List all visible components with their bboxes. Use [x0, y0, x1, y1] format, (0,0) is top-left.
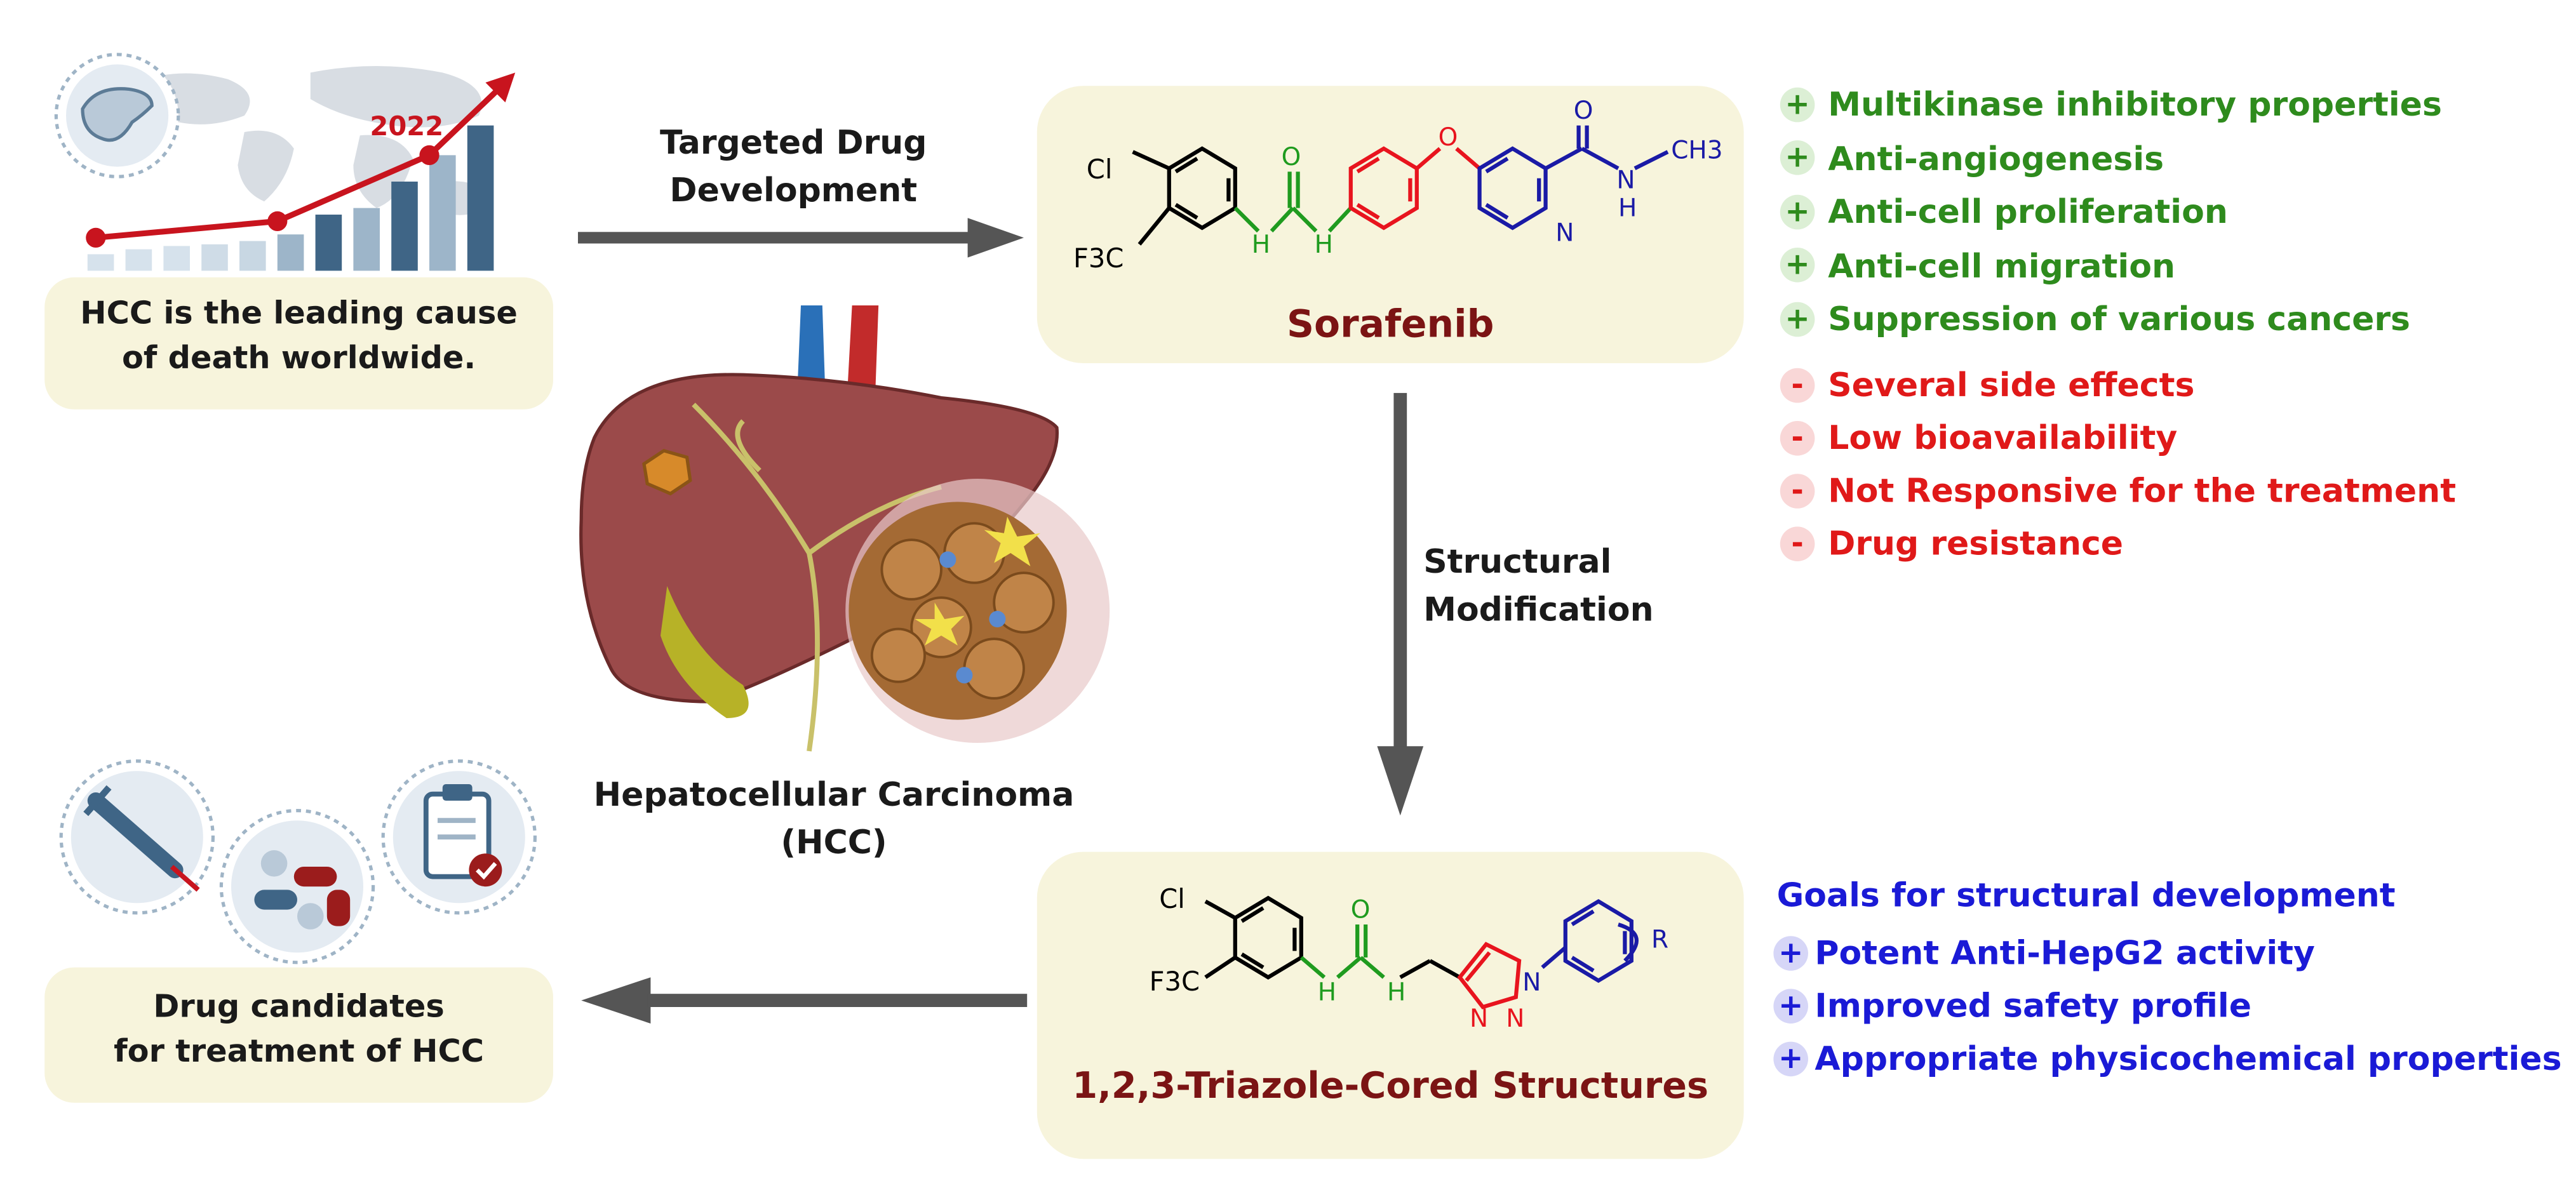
hcc-label-line1: Hepatocellular Carcinoma [593, 774, 1075, 814]
cl-atom: Cl [1087, 154, 1113, 185]
hcc-fact-line2: of death worldwide. [121, 340, 476, 377]
r-substituent: R [1651, 925, 1668, 954]
drug-candidates-line1: Drug candidates [153, 989, 445, 1025]
urea-nh-left: H [1318, 978, 1336, 1007]
goal-item: +Potent Anti-HepG2 activity [1773, 926, 2561, 979]
triazole-n1: N [1522, 968, 1541, 997]
urea-nh-right: H [1387, 978, 1405, 1007]
arrow-down [1377, 392, 1424, 816]
drug-icons [59, 759, 537, 964]
syringe-icon [59, 759, 215, 915]
advantage-item: +Anti-cell migration [1780, 239, 2442, 293]
goal-item: +Improved safety profile [1773, 979, 2561, 1032]
chlorophenyl-ring [1204, 895, 1303, 980]
drug-candidates-line2: for treatment of HCC [114, 1033, 485, 1070]
plus-icon: + [1780, 87, 1815, 122]
urea-oxygen: O [1282, 143, 1301, 171]
sorafenib-name: Sorafenib [1286, 304, 1494, 347]
minus-icon: - [1780, 367, 1815, 403]
tumor-zoom-icon [845, 479, 1110, 743]
triazole-n2: N [1506, 1004, 1524, 1033]
ether-oxygen: O [1439, 123, 1458, 152]
amide-oxygen: O [1574, 97, 1593, 125]
pills-icon [219, 808, 375, 964]
amide-nitrogen: N [1616, 166, 1635, 194]
hcc-fact-line1: HCC is the leading cause [80, 295, 518, 332]
plus-icon: + [1780, 302, 1815, 337]
triazole-n3: N [1470, 1004, 1488, 1033]
hcc-label-line2: (HCC) [781, 822, 887, 862]
triazole-name: 1,2,3-Triazole-Cored Structures [1072, 1066, 1709, 1108]
central-phenyl-ring [1348, 146, 1481, 230]
minus-icon: - [1780, 526, 1815, 561]
disadvantages-list: -Several side effects -Low bioavailabili… [1780, 358, 2456, 570]
hcc-fact-box: HCC is the leading cause of death worldw… [44, 277, 553, 410]
advantages-list: +Multikinase inhibitory properties +Anti… [1780, 77, 2442, 345]
advantage-item: +Anti-cell proliferation [1780, 185, 2442, 239]
disadvantage-item: -Drug resistance [1780, 517, 2456, 570]
advantage-item: +Suppression of various cancers [1780, 292, 2442, 345]
gallbladder-icon [661, 585, 749, 718]
sorafenib-structure: Cl F3C H H O O N O N H CH3 [1073, 97, 1723, 274]
disadvantage-item: -Low bioavailability [1780, 411, 2456, 464]
hcc-trend-illustration: 2022 [54, 53, 516, 271]
plus-icon: + [1780, 194, 1815, 229]
cf3-group: F3C [1073, 243, 1124, 274]
pyridine-nitrogen: N [1555, 219, 1574, 248]
advantage-item: +Anti-angiogenesis [1780, 131, 2442, 185]
liver-illustration [579, 305, 1110, 752]
disadvantage-item: -Several side effects [1780, 358, 2456, 411]
clipboard-icon [381, 759, 537, 915]
triazole-ring [1457, 942, 1522, 1010]
methyl-group: CH3 [1671, 137, 1722, 165]
goal-item: +Appropriate physicochemical properties [1773, 1032, 2562, 1084]
goals-title: Goals for structural development [1776, 875, 2396, 915]
bar-chart-icon [87, 125, 494, 271]
urea-nh-left: H [1252, 230, 1270, 259]
targeted-drug-label-line1: Targeted Drug [660, 122, 927, 162]
arrow-right [577, 218, 1024, 258]
tumor-icon [642, 448, 692, 496]
urea-oxygen: O [1351, 896, 1371, 924]
goals-list: +Potent Anti-HepG2 activity +Improved sa… [1773, 926, 2562, 1085]
triazole-box [1036, 851, 1744, 1159]
chlorophenyl-ring [1132, 146, 1237, 246]
minus-icon: - [1780, 472, 1815, 508]
triazole-structure: Cl F3C H H O N N N R [1150, 883, 1669, 1033]
targeted-drug-label-line2: Development [669, 170, 918, 210]
liver-globe-icon [54, 53, 180, 178]
structural-modification-line2: Modification [1423, 589, 1654, 629]
aryl-ring [1541, 898, 1639, 984]
cl-atom: Cl [1159, 883, 1185, 914]
cf3-group: F3C [1150, 966, 1200, 997]
minus-icon: - [1780, 420, 1815, 455]
plus-icon: + [1780, 140, 1815, 176]
trend-arrow-icon [86, 72, 516, 248]
arrow-left [581, 977, 1028, 1024]
urea-nh-right: H [1315, 230, 1333, 259]
pyridine-ring [1477, 125, 1669, 230]
structural-modification-line1: Structural [1423, 541, 1612, 582]
amide-hydrogen: H [1618, 194, 1637, 223]
urea-linker [1299, 924, 1385, 979]
disadvantage-item: -Not Responsive for the treatment [1780, 464, 2456, 517]
plus-icon: + [1773, 988, 1808, 1023]
drug-candidates-box: Drug candidates for treatment of HCC [44, 967, 553, 1103]
advantage-item: +Multikinase inhibitory properties [1780, 77, 2442, 131]
urea-linker [1233, 171, 1353, 233]
plus-icon: + [1773, 935, 1808, 970]
plus-icon: + [1773, 1041, 1808, 1076]
plus-icon: + [1780, 248, 1815, 283]
year-label: 2022 [370, 110, 443, 142]
